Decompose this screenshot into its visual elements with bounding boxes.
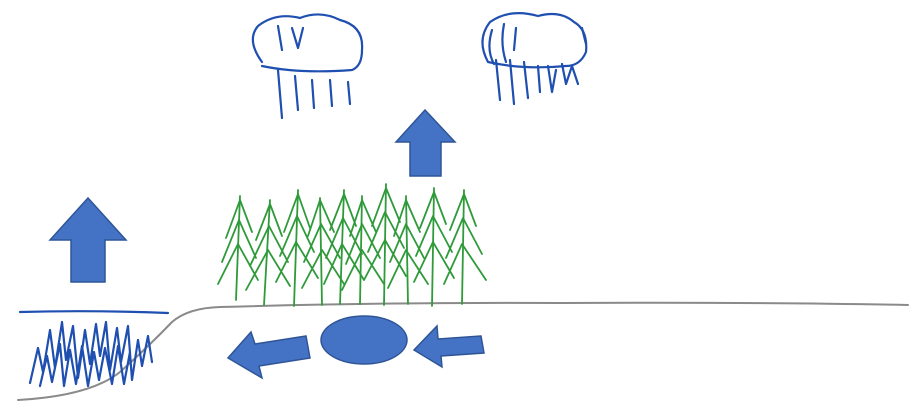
- cloud-left-outline: [253, 14, 362, 71]
- lake: [20, 311, 168, 386]
- lake-surface: [20, 311, 168, 313]
- lake-water-scribble: [30, 322, 152, 386]
- evaporation-arrow: [50, 198, 126, 282]
- cloud-left-inner-strokes: [278, 26, 303, 50]
- inflow-arrow: [414, 326, 484, 367]
- cloud-right-outline: [482, 13, 586, 67]
- forest-icon: [218, 184, 486, 306]
- cloud-left-rain: [278, 70, 350, 118]
- groundwater-ellipse: [321, 316, 407, 364]
- outflow-arrow: [228, 332, 310, 378]
- cloud-right-icon: [482, 13, 586, 104]
- cloud-right-inner-strokes: [489, 24, 586, 64]
- transpiration-arrow: [396, 110, 455, 176]
- cloud-left-icon: [253, 14, 362, 118]
- tree-branches: [218, 188, 486, 290]
